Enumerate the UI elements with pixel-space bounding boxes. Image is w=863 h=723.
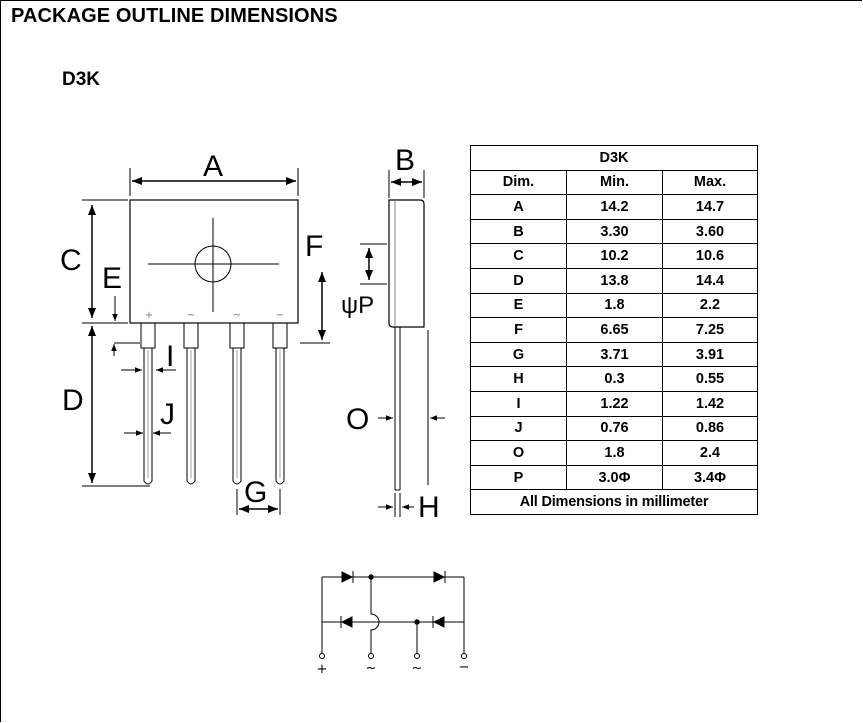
diode-top-right (433, 571, 446, 583)
cell-max: 0.86 (661, 415, 759, 442)
schematic-terminal-minus: − (459, 660, 470, 675)
cell-max: 3.91 (661, 341, 759, 368)
diode-bottom-left (340, 616, 353, 628)
pin-2-shoulder (183, 322, 199, 349)
dim-label-h: H (418, 491, 440, 524)
cell-max: 2.4 (661, 440, 759, 466)
cell-max: 14.4 (661, 267, 759, 294)
package-body (129, 199, 299, 324)
cell-min: 3.71 (566, 341, 663, 368)
cell-min: 1.8 (566, 292, 663, 319)
pin-4-lead (275, 348, 285, 485)
cell-max: 1.42 (661, 390, 759, 417)
schematic-terminal-ac1: ~ (366, 661, 377, 676)
cell-max: 2.2 (661, 292, 759, 319)
cell-min: 1.8 (566, 440, 663, 466)
pin-3-shoulder (229, 322, 245, 349)
header-max: Max. (661, 169, 759, 196)
cell-min: 13.8 (566, 267, 663, 294)
pin-1-lead (143, 348, 153, 485)
cell-min: 10.2 (566, 243, 663, 269)
cell-min: 3.0Φ (566, 464, 663, 491)
cell-max: 10.6 (661, 243, 759, 269)
table-title: D3K (469, 145, 759, 171)
cell-dim: G (470, 341, 567, 368)
cell-max: 7.25 (661, 317, 759, 343)
cell-dim: I (470, 390, 567, 417)
dim-label-c: C (60, 244, 82, 277)
cell-dim: C (470, 243, 567, 269)
cell-dim: P (470, 464, 567, 491)
cell-min: 3.30 (566, 218, 663, 245)
cell-dim: E (470, 292, 567, 319)
dim-label-p: ψP (341, 292, 374, 319)
page-title: PACKAGE OUTLINE DIMENSIONS (11, 5, 338, 27)
diode-top-left (341, 571, 354, 583)
cell-max: 14.7 (661, 194, 759, 220)
cell-dim: O (470, 440, 567, 466)
table-note: All Dimensions in millimeter (469, 489, 759, 515)
cell-min: 0.76 (566, 415, 663, 442)
pin-symbol-minus: − (276, 310, 284, 321)
bridge-schematic (319, 571, 467, 659)
header-min: Min. (566, 169, 663, 196)
cell-dim: F (470, 317, 567, 343)
cell-max: 0.55 (661, 366, 759, 392)
cell-dim: B (470, 218, 567, 245)
dim-label-e: E (102, 262, 122, 295)
package-name: D3K (62, 69, 101, 90)
pin-3-lead (232, 348, 242, 485)
dim-label-b: B (395, 144, 415, 177)
pin-symbol-ac2: ~ (233, 310, 241, 321)
cell-min: 14.2 (566, 194, 663, 220)
schematic-terminal-ac2: ~ (412, 661, 423, 676)
side-view-body (388, 199, 425, 328)
dim-label-f: F (305, 230, 323, 263)
pin-4-shoulder (272, 322, 288, 349)
pin-1-shoulder (140, 322, 156, 349)
cell-min: 0.3 (566, 366, 663, 392)
dim-label-a: A (203, 150, 223, 183)
header-dim: Dim. (470, 169, 567, 196)
cell-dim: A (470, 194, 567, 220)
dim-label-j: J (160, 398, 175, 431)
cell-dim: H (470, 366, 567, 392)
cell-max: 3.60 (661, 218, 759, 245)
cell-dim: J (470, 415, 567, 442)
cell-min: 1.22 (566, 390, 663, 417)
dim-label-g: G (244, 476, 267, 509)
dim-label-o: O (346, 403, 369, 436)
pin-symbol-plus: + (145, 310, 153, 321)
pin-2-lead (186, 348, 196, 485)
pin-symbol-ac1: ~ (187, 310, 195, 321)
dim-label-d: D (62, 384, 84, 417)
schematic-terminal-plus: + (317, 662, 328, 677)
dim-label-i: I (166, 340, 174, 373)
cell-max: 3.4Φ (661, 464, 759, 491)
diode-bottom-right (432, 616, 445, 628)
cell-min: 6.65 (566, 317, 663, 343)
cell-dim: D (470, 267, 567, 294)
